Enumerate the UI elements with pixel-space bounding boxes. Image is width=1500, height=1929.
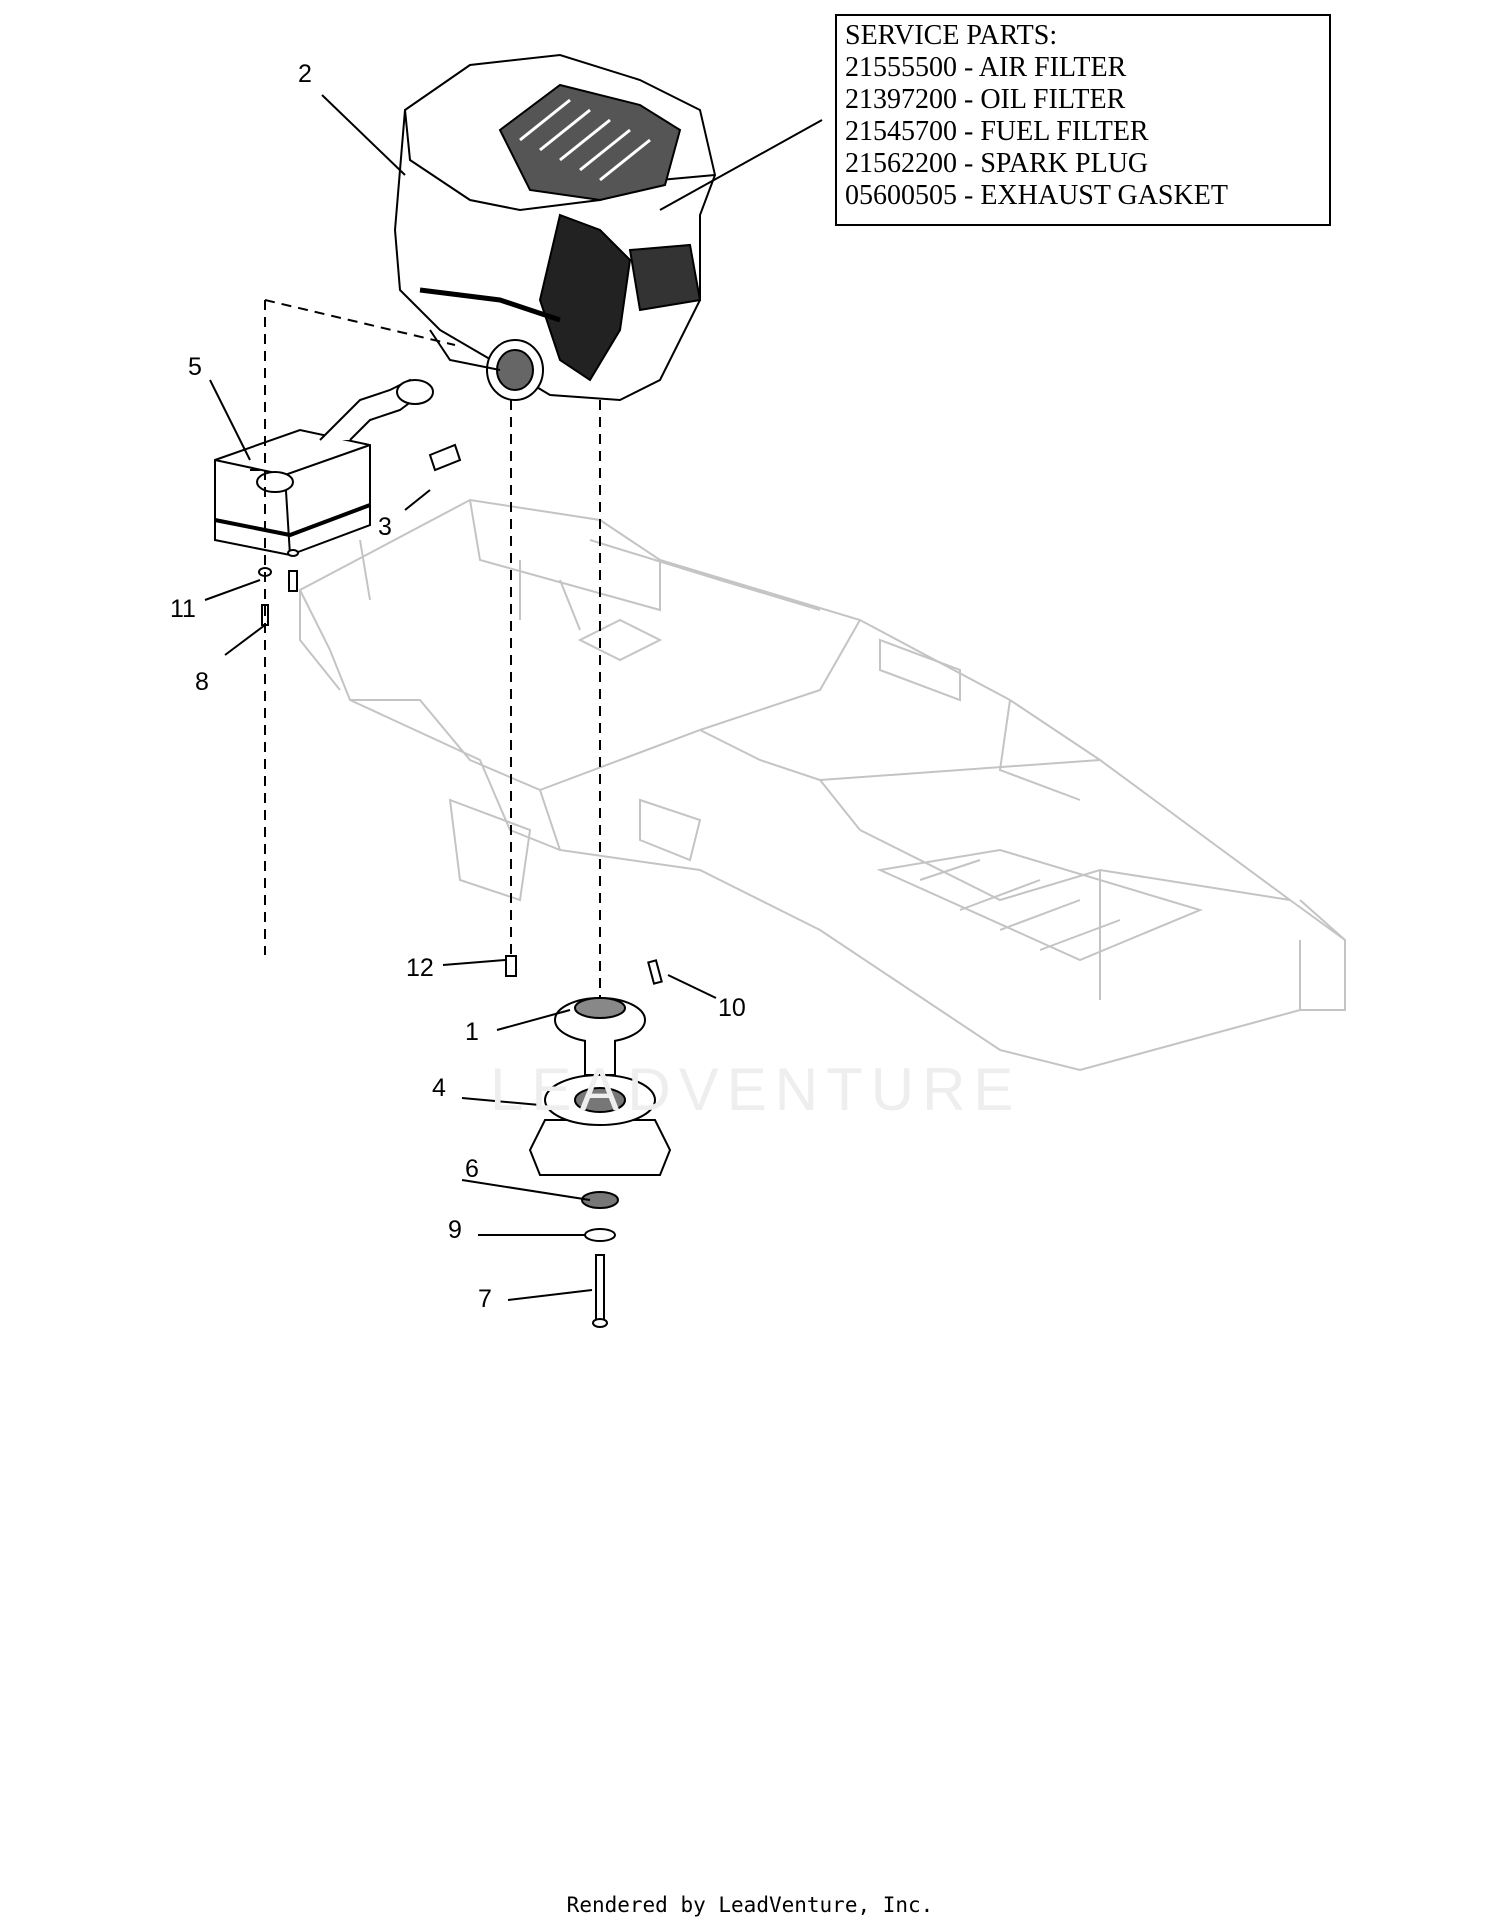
callout-2: 2 [298,60,312,88]
service-part-exhaust-gasket: 05600505 - EXHAUST GASKET [845,180,1228,211]
engine [393,53,717,402]
callout-1: 1 [465,1018,479,1046]
watermark: LEADVENTURE [490,1056,1022,1123]
callout-6: 6 [465,1155,479,1183]
service-part-spark-plug: 21562200 - SPARK PLUG [845,148,1149,179]
callout-4: 4 [432,1074,446,1102]
callout-10: 10 [718,994,746,1022]
part-3-fitting [428,443,462,472]
leader-lines [204,94,823,1301]
service-part-fuel-filter: 21545700 - FUEL FILTER [845,116,1149,147]
callout-12: 12 [406,954,434,982]
callout-5: 5 [188,353,202,381]
service-parts-heading: SERVICE PARTS: [845,20,1058,51]
callout-9: 9 [448,1216,462,1244]
callout-3: 3 [378,513,392,541]
callout-8: 8 [195,668,209,696]
service-part-oil-filter: 21397200 - OIL FILTER [845,84,1126,115]
alignment-lines [264,299,601,1040]
callout-11: 11 [170,595,196,623]
service-part-air-filter: 21555500 - AIR FILTER [845,52,1127,83]
callout-7: 7 [478,1285,492,1313]
mower-frame [298,498,1346,1072]
pto-stack [505,955,672,1328]
service-parts-box: SERVICE PARTS: 21555500 - AIR FILTER 213… [835,14,1331,226]
footer-credit: Rendered by LeadVenture, Inc. [566,1893,934,1917]
muffler [214,378,434,557]
